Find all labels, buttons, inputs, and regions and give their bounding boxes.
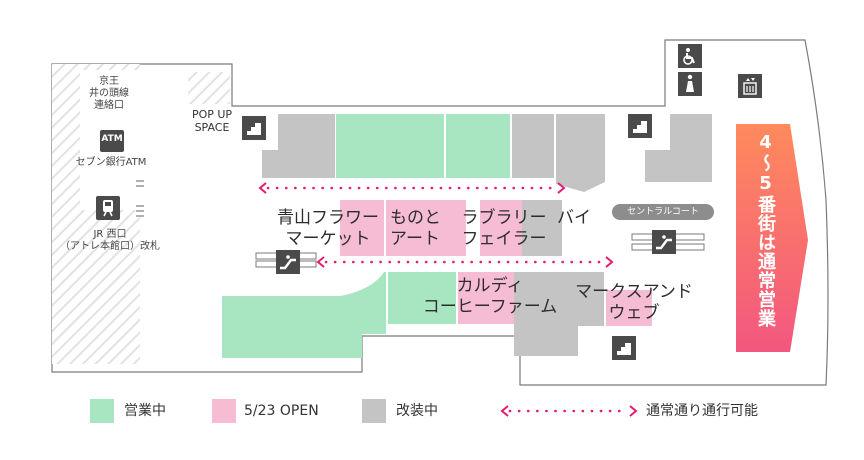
renovating-block-bottom <box>514 272 604 356</box>
legend-renovating-label: 改装中 <box>396 403 438 419</box>
shop-kaldi-coffee-farm[interactable]: カルディ コーヒーファーム <box>416 276 564 318</box>
shop-marks-line1: マークスアンド <box>575 282 693 302</box>
legend-swatch-open <box>90 399 114 423</box>
shop-aoyama-line2: マーケット <box>285 229 371 249</box>
jr-line2: （アトレ本館口）改札 <box>60 241 160 252</box>
escalator-icon <box>276 250 300 274</box>
stairs-icon <box>628 114 652 138</box>
shop-library-line2: フェイラー <box>461 229 547 249</box>
keio-line2: 井の頭線 <box>89 88 129 99</box>
restroom-icon <box>678 72 702 96</box>
jr-line1: JR 西口 <box>93 229 127 240</box>
legend-opening-label: 5/23 OPEN <box>244 403 319 419</box>
atm-badge: ATM <box>101 134 123 144</box>
escalator-icon <box>652 230 676 254</box>
atm-label: セブン銀行ATM <box>75 157 147 168</box>
legend-route-label: 通常通り通行可能 <box>646 403 758 419</box>
shop-monoto-line1: ものと <box>390 208 441 228</box>
route-top-arrow-right <box>557 182 566 194</box>
opening-block-kaldi <box>458 272 514 324</box>
route-top-arrow-left <box>258 182 267 194</box>
renovating-block-mid2 <box>556 114 605 192</box>
shop-monoto-line2: アート <box>390 229 440 249</box>
open-block-bottom-mid <box>388 272 456 324</box>
central-court-pill <box>612 204 714 220</box>
banner-text: 4〜5番街は通常営業 <box>755 132 776 328</box>
renovating-block-left <box>262 114 335 178</box>
hatched-area-popup <box>188 72 230 104</box>
opening-block-marks <box>606 290 652 326</box>
keio-line1: 京王 <box>99 76 119 87</box>
banner-arrow <box>736 124 808 352</box>
legend-swatch-renovating <box>362 399 386 423</box>
train-icon <box>96 196 120 220</box>
renovating-block-mid1 <box>512 114 554 178</box>
opening-block-aoyama <box>340 200 384 256</box>
legend-swatch-opening <box>212 399 236 423</box>
shop-aoyama-flower-market[interactable]: 青山フラワー マーケット <box>270 208 386 250</box>
atm-icon <box>100 130 124 152</box>
shop-marks-and-web[interactable]: マークスアンド ウェブ <box>572 282 696 324</box>
jr-gate-label: JR 西口 （アトレ本館口）改札 <box>60 229 160 253</box>
renovating-block-right <box>645 114 712 182</box>
shop-library-feiler[interactable]: ラブラリー フェイラー <box>456 208 552 250</box>
route-bottom-arrow-right <box>605 256 614 268</box>
shop-bai[interactable]: バイ <box>557 208 591 228</box>
central-court-label: セントラルコート <box>627 207 699 217</box>
elevator-icon <box>738 74 762 98</box>
shop-aoyama-line1: 青山フラワー <box>277 208 379 228</box>
popup-line2: SPACE <box>194 121 230 134</box>
opening-block-monoto <box>386 200 466 256</box>
open-block-bottom-left <box>222 272 386 358</box>
legend-route-arrow-right <box>629 405 638 417</box>
keio-connection-label: 京王 井の頭線 連絡口 <box>78 76 140 112</box>
opening-block-library <box>480 200 522 256</box>
shop-marks-line2: ウェブ <box>608 303 660 323</box>
stairs-icon <box>242 116 266 140</box>
open-block-top2 <box>446 114 510 178</box>
popup-line1: POP UP <box>191 108 233 121</box>
legend-open-label: 営業中 <box>124 403 166 419</box>
shop-monoto-art[interactable]: ものと アート <box>390 208 446 250</box>
route-bottom-arrow-left <box>316 256 325 268</box>
station-stairs-marks <box>136 180 144 217</box>
shop-kaldi-line2: コーヒーファーム <box>422 297 558 317</box>
shop-library-line1: ラブラリー <box>461 208 547 228</box>
keio-line3: 連絡口 <box>94 100 124 111</box>
renovating-block-bai <box>522 200 562 256</box>
open-block-top1 <box>336 114 444 178</box>
accessible-restroom-icon <box>678 44 702 68</box>
shop-kaldi-line1: カルディ <box>456 276 524 296</box>
stairs-icon <box>612 336 636 360</box>
popup-space-label: POP UP SPACE <box>184 108 240 134</box>
legend-route-arrow-left <box>500 405 509 417</box>
